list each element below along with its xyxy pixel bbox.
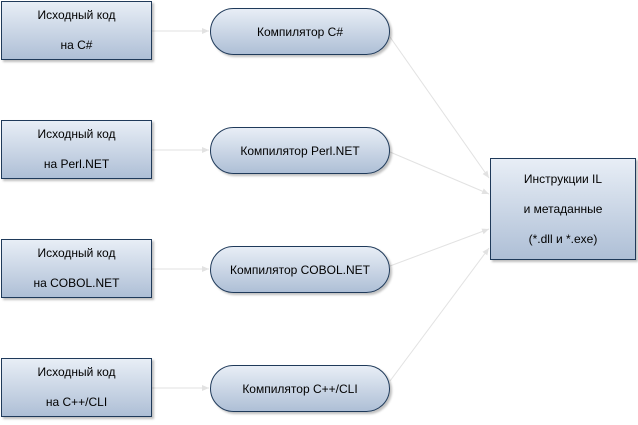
source-box-csharp: Исходный код на C# (1, 1, 152, 60)
connector-compiler-perl (389, 151, 490, 195)
output-line2: и метаданные (523, 201, 603, 216)
output-line3: (*.dll и *.exe) (528, 231, 598, 246)
source-box-cobol: Исходный код на COBOL.NET (1, 239, 152, 298)
connector-compiler-cobol (389, 228, 490, 267)
output-line1: Инструкции IL (523, 171, 603, 186)
source-box-cpp: Исходный код на C++/CLI (1, 358, 152, 417)
source-box-line2: на COBOL.NET (33, 276, 120, 290)
source-box-line1: Исходный код (37, 127, 116, 141)
source-box-line2: на Perl.NET (43, 157, 110, 171)
compiler-label: Компилятор C# (257, 24, 343, 39)
compiler-cpp: Компилятор C++/CLI (210, 365, 390, 412)
source-box-line2: на C# (60, 38, 93, 52)
source-box-perl: Исходный код на Perl.NET (1, 120, 152, 179)
compiler-perl: Компилятор Perl.NET (210, 127, 390, 174)
compiler-label: Компилятор C++/CLI (242, 381, 358, 396)
compiler-label: Компилятор COBOL.NET (229, 262, 370, 277)
connector-compiler-cpp (389, 247, 490, 382)
source-box-line1: Исходный код (37, 8, 116, 22)
compiler-cobol: Компилятор COBOL.NET (210, 246, 390, 293)
compiler-csharp: Компилятор C# (210, 8, 390, 55)
compiler-label: Компилятор Perl.NET (240, 143, 360, 158)
output-box-il-metadata: Инструкции IL и метаданные (*.dll и *.ex… (490, 158, 636, 260)
source-box-line2: на C++/CLI (45, 395, 108, 409)
source-box-line1: Исходный код (37, 246, 116, 260)
connector-compiler-csharp (389, 36, 490, 179)
source-box-line1: Исходный код (37, 365, 116, 379)
